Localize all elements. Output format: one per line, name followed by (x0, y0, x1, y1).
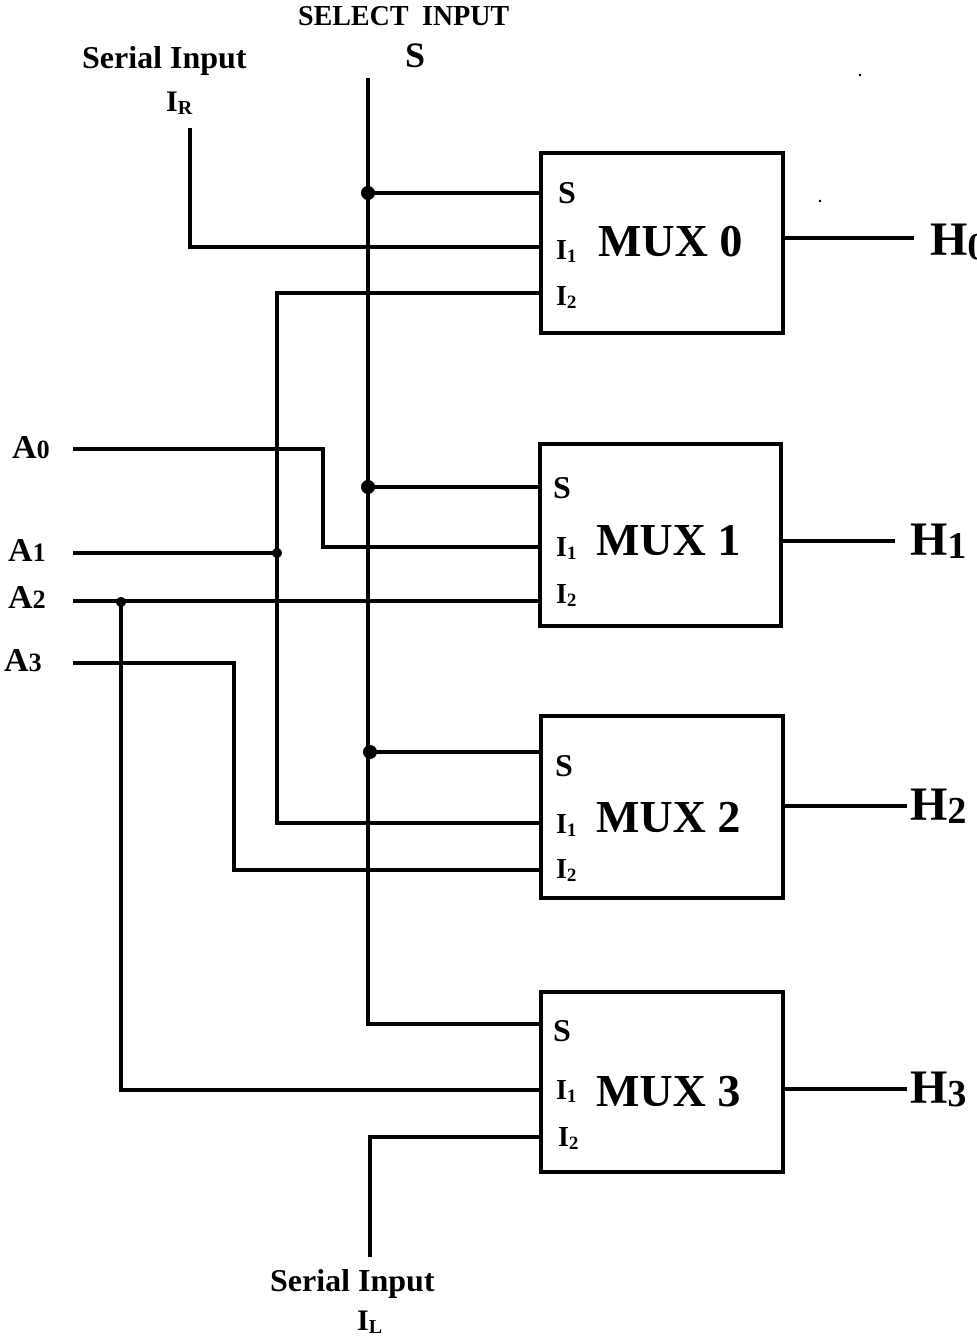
mux-box (539, 990, 785, 1174)
pin-i2: I2 (556, 281, 576, 313)
mux-3: S I1 I2 MUX 3 (539, 990, 785, 1174)
a3-wire (73, 661, 542, 872)
pin-s: S (553, 469, 571, 505)
a0-wire (73, 447, 542, 549)
junction-dot (272, 548, 282, 558)
speck (858, 73, 862, 77)
speck (818, 199, 822, 203)
serial-left-wire (368, 1135, 542, 1257)
pin-i2: I2 (556, 854, 576, 886)
output-label-h1: H1 (910, 513, 966, 567)
serial-right-wire (188, 128, 542, 249)
pin-s: S (555, 747, 573, 783)
mux-2: S I1 I2 MUX 2 (539, 714, 785, 900)
junction-dot (116, 597, 126, 607)
mux-title: MUX 0 (598, 215, 742, 266)
select-input-title: SELECT INPUT (298, 1, 509, 32)
pin-i1: I1 (556, 235, 576, 267)
pin-i1: I1 (556, 1075, 576, 1107)
junction-dot (361, 480, 375, 494)
output-label-h2: H2 (910, 778, 966, 832)
mux-title: MUX 1 (596, 514, 740, 565)
junction-dot (363, 745, 377, 759)
pin-i2: I2 (556, 579, 576, 611)
mux-0: S I1 I2 MUX 0 (539, 151, 785, 335)
pin-i1: I1 (556, 532, 576, 564)
output-label-h0: H0 (930, 213, 977, 268)
a2-to-mux3-i1 (119, 599, 542, 1092)
select-input-symbol: S (405, 35, 425, 75)
input-label-a1: A1 (8, 532, 46, 569)
serial-input-left-symbol: IL (357, 1304, 382, 1337)
output-label-h3: H3 (910, 1061, 966, 1115)
serial-input-right-symbol: IR (166, 85, 193, 119)
pin-i2: I2 (558, 1122, 578, 1154)
pin-s: S (558, 174, 576, 210)
mux-box (538, 442, 783, 628)
input-label-a0: A0 (12, 429, 50, 466)
mux-1: S I1 I2 MUX 1 (538, 442, 783, 628)
mux-title: MUX 2 (596, 791, 740, 842)
mux-title: MUX 3 (596, 1065, 740, 1116)
input-label-a3: A3 (4, 642, 42, 679)
input-label-a2: A2 (8, 579, 46, 616)
mux-box (539, 151, 785, 335)
pin-i1: I1 (556, 809, 576, 841)
pin-s: S (553, 1012, 571, 1048)
junction-dot (361, 186, 375, 200)
serial-input-right-label: Serial Input (82, 39, 247, 75)
select-line (366, 78, 542, 1026)
serial-input-left-label: Serial Input (270, 1262, 435, 1298)
a1-to-mux0-i2 (275, 291, 542, 825)
mux-box (539, 714, 785, 900)
